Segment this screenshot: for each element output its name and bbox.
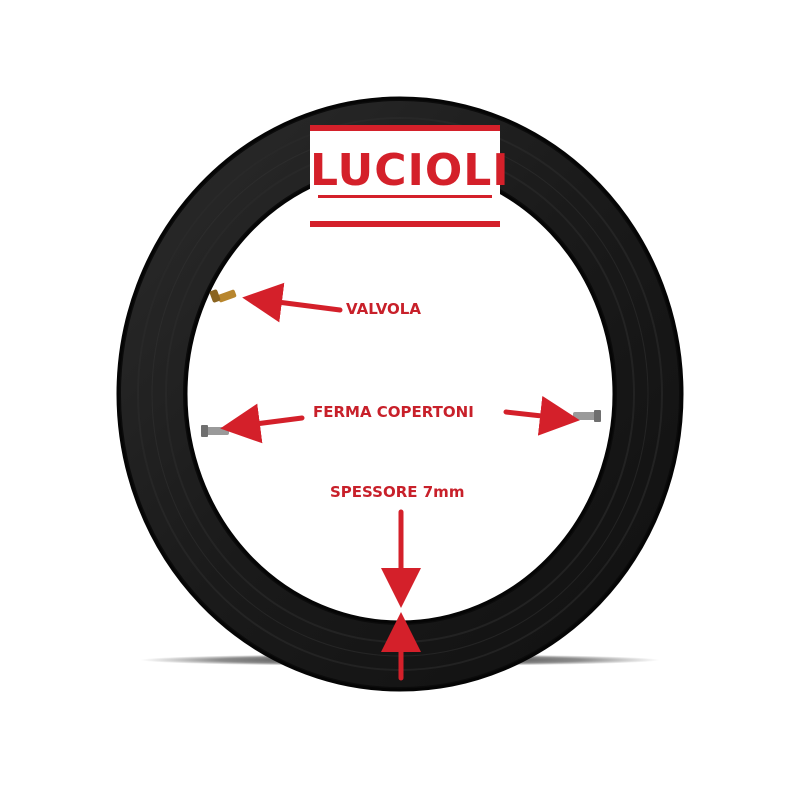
tire-stop-label: FERMA COPERTONI [313, 403, 474, 421]
arrow-icon [220, 403, 305, 444]
brand-logo: LUCIOLI [310, 125, 510, 227]
valve-label: VALVOLA [346, 300, 421, 318]
tire-stop-icon [201, 425, 229, 437]
arrow-icon [503, 395, 580, 436]
tire-stop-icon [573, 410, 601, 422]
thickness-label: SPESSORE 7mm [330, 483, 465, 501]
brand-logo-underline [318, 195, 492, 198]
arrow-icon [242, 282, 343, 323]
brand-logo-text: LUCIOLI [310, 145, 510, 196]
valve-icon [209, 289, 237, 303]
